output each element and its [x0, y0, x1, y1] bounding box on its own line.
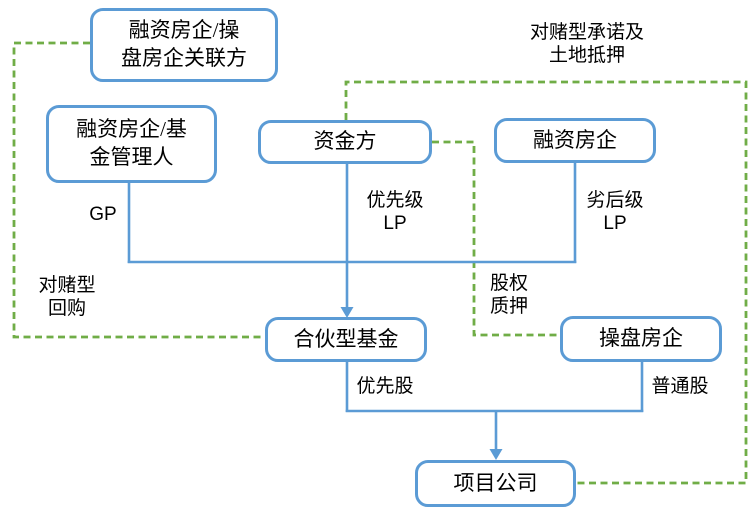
pledge-dashed-connector [432, 140, 561, 337]
junior-lp-abbr: LP [603, 213, 627, 234]
commitment-text-line2: 土地抵押 [548, 45, 625, 66]
financing-company-label: 融资房企 [533, 127, 617, 152]
commitment-dashed-connector [344, 80, 748, 485]
fund-manager-label-line2: 金管理人 [89, 145, 174, 169]
affiliate-party-label-line1: 融资房企/操 [128, 18, 240, 43]
gp-edge-label: GP [89, 204, 117, 225]
financing-company-box: 融资房企 [494, 118, 656, 163]
project-company-label: 项目公司 [453, 470, 538, 495]
operating-company-label: 操盘房企 [599, 326, 683, 351]
commitment-text-line1: 对赌型承诺及 [529, 22, 644, 43]
senior-lp-edge-label: 优先级 LP [355, 189, 435, 235]
operating-company-box: 操盘房企 [560, 316, 722, 362]
commitment-edge-label: 对赌型承诺及 土地抵押 [508, 21, 666, 67]
pledge-edge-label: 股权 质押 [481, 272, 537, 318]
pledge-text-line1: 股权 [489, 273, 528, 294]
senior-lp-abbr: LP [383, 213, 407, 234]
junior-lp-edge-label: 劣后级 LP [577, 189, 653, 235]
project-company-box: 项目公司 [415, 460, 576, 507]
junior-lp-text: 劣后级 [586, 190, 644, 211]
capital-provider-label: 资金方 [313, 129, 377, 154]
repurchase-text-line2: 回购 [47, 298, 86, 319]
affiliate-party-box: 融资房企/操 盘房企关联方 [90, 8, 278, 82]
down-arrow-icon [340, 307, 354, 318]
preferred-stock-edge-label: 优先股 [356, 376, 414, 397]
senior-lp-text: 优先级 [366, 190, 424, 211]
repurchase-text-line1: 对赌型 [38, 275, 96, 296]
affiliate-party-label-line2: 盘房企关联方 [121, 46, 247, 70]
repurchase-dashed-connector [12, 41, 266, 339]
down-arrow-icon [489, 449, 503, 460]
fund-manager-box: 融资房企/基 金管理人 [46, 105, 217, 183]
common-stock-edge-label: 普通股 [651, 376, 709, 397]
partnership-fund-label: 合伙型基金 [293, 326, 399, 351]
capital-provider-box: 资金方 [258, 120, 432, 164]
repurchase-edge-label: 对赌型 回购 [25, 274, 109, 320]
partnership-fund-box: 合伙型基金 [265, 317, 427, 362]
fund-manager-label-line1: 融资房企/基 [76, 117, 187, 142]
pledge-text-line2: 质押 [489, 296, 528, 317]
